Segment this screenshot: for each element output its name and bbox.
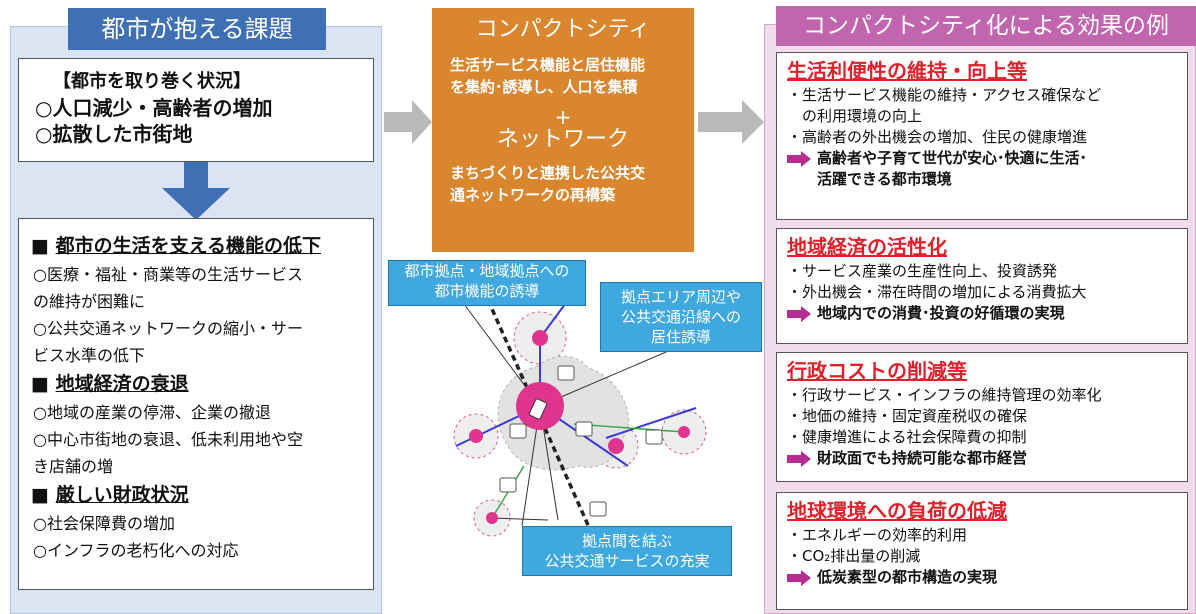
effect-result: 地域内での消費･投資の好循環の実現 <box>787 303 1181 324</box>
compact-city-text: 生活サービス機能と居住機能 <box>450 56 646 74</box>
network-text: 通ネットワークの再構築 <box>450 186 616 204</box>
issue-item: き店舗の増 <box>33 457 114 476</box>
callout-residence: 拠点エリア周辺や公共交通沿線への居住誘導 <box>600 282 762 352</box>
issue-item: ○公共交通ネットワークの縮小・サー <box>33 319 303 338</box>
compact-city-title: コンパクトシティ <box>475 17 651 42</box>
situation-box: 【都市を取り巻く状況】 ○人口減少・高齢者の増加 ○拡散した市街地 <box>18 58 374 162</box>
effect-item: ・高齢者の外出機会の増加、住民の健康増進 <box>787 128 1088 146</box>
effect-box: 地球環境への負荷の低減 ・エネルギーの効率的利用 ・CO₂排出量の削減 低炭素型… <box>776 492 1188 610</box>
result-arrow-icon <box>787 306 811 322</box>
hub <box>532 330 548 346</box>
effect-item: ・外出機会・滞在時間の増加による消費拡大 <box>787 283 1087 301</box>
effect-result: 財政面でも持続可能な都市経営 <box>787 448 1181 469</box>
compact-city-text: を集約･誘導し、人口を集積 <box>450 78 638 96</box>
callout-transport: 拠点間を結ぶ公共交通サービスの充実 <box>522 526 732 576</box>
issue-item: ○中心市街地の衰退、低未利用地や空 <box>33 430 303 449</box>
hub <box>486 512 498 524</box>
issue-heading: ■ 地域経済の衰退 <box>31 373 189 395</box>
issue-item: ○医療・福祉・商業等の生活サービス <box>33 265 303 284</box>
result-arrow-icon <box>787 570 811 586</box>
effect-result: 高齢者や子育て世代が安心･快適に生活･活躍できる都市環境 <box>787 148 1181 190</box>
hub <box>469 429 483 443</box>
effect-box: 生活利便性の維持・向上等 ・生活サービス機能の維持・アクセス確保など の利用環境… <box>776 52 1188 220</box>
issue-heading: ■ 厳しい財政状況 <box>31 484 189 506</box>
result-arrow-icon <box>787 451 811 467</box>
effect-heading: 地球環境への負荷の低減 <box>787 499 1007 523</box>
train-icon <box>528 398 548 420</box>
plus-sign: + <box>554 105 572 129</box>
effects-panel-title: コンパクトシティ化による効果の例 <box>776 6 1196 46</box>
effect-heading: 行政コストの削減等 <box>787 359 967 383</box>
effect-heading: 地域経済の活性化 <box>787 235 947 259</box>
callout-urban-functions: 都市拠点・地域拠点への都市機能の誘導 <box>388 260 586 306</box>
issue-item: ビス水準の低下 <box>33 346 146 365</box>
effect-item: ・CO₂排出量の削減 <box>787 547 921 565</box>
issues-box: ■ 都市の生活を支える機能の低下 ○医療・福祉・商業等の生活サービス の維持が困… <box>18 218 374 590</box>
situation-item: ○人口減少・高齢者の増加 <box>35 96 273 120</box>
situation-item: ○拡散した市街地 <box>35 122 193 146</box>
effect-item: ・地価の維持・固定資産税収の確保 <box>787 407 1028 425</box>
issue-item: ○地域の産業の停滞、企業の撤退 <box>33 403 271 422</box>
issue-heading: ■ 都市の生活を支える機能の低下 <box>31 235 322 257</box>
effect-item: の利用環境の向上 <box>787 107 923 125</box>
effect-heading: 生活利便性の維持・向上等 <box>787 59 1027 83</box>
issues-panel-title: 都市が抱える課題 <box>68 8 326 50</box>
network-title: ネットワーク <box>496 127 629 152</box>
effect-box: 地域経済の活性化 ・サービス産業の生産性向上、投資誘発 ・外出機会・滞在時間の増… <box>776 228 1188 344</box>
effect-box: 行政コストの削減等 ・行政サービス・インフラの維持管理の効率化 ・地価の維持・固… <box>776 352 1188 482</box>
bus-icon <box>499 365 663 517</box>
hub <box>608 438 624 454</box>
railway-line <box>478 281 610 571</box>
effect-item: ・生活サービス機能の維持・アクセス確保など <box>787 86 1102 104</box>
issue-item: ○インフラの老朽化への対応 <box>33 541 239 560</box>
hub <box>678 426 690 438</box>
effect-item: ・サービス産業の生産性向上、投資誘発 <box>787 262 1058 280</box>
effect-item: ・エネルギーの効率的利用 <box>787 526 968 544</box>
network-text: まちづくりと連携した公共交 <box>450 164 646 182</box>
right-arrow-icon <box>384 100 432 144</box>
city-network-diagram <box>453 281 709 571</box>
issue-item: の維持が困難に <box>33 292 146 311</box>
result-arrow-icon <box>787 151 811 167</box>
right-arrow-icon <box>698 100 764 144</box>
compact-city-box: コンパクトシティ 生活サービス機能と居住機能 を集約･誘導し、人口を集積 + ネ… <box>432 8 694 252</box>
effect-item: ・健康増進による社会保障費の抑制 <box>787 428 1027 446</box>
effect-result: 低炭素型の都市構造の実現 <box>787 567 1181 588</box>
issue-item: ○社会保障費の増加 <box>33 514 175 533</box>
effect-item: ・行政サービス・インフラの維持管理の効率化 <box>787 386 1102 404</box>
down-arrow-icon <box>162 162 230 220</box>
situation-heading: 【都市を取り巻く状況】 <box>53 71 251 92</box>
